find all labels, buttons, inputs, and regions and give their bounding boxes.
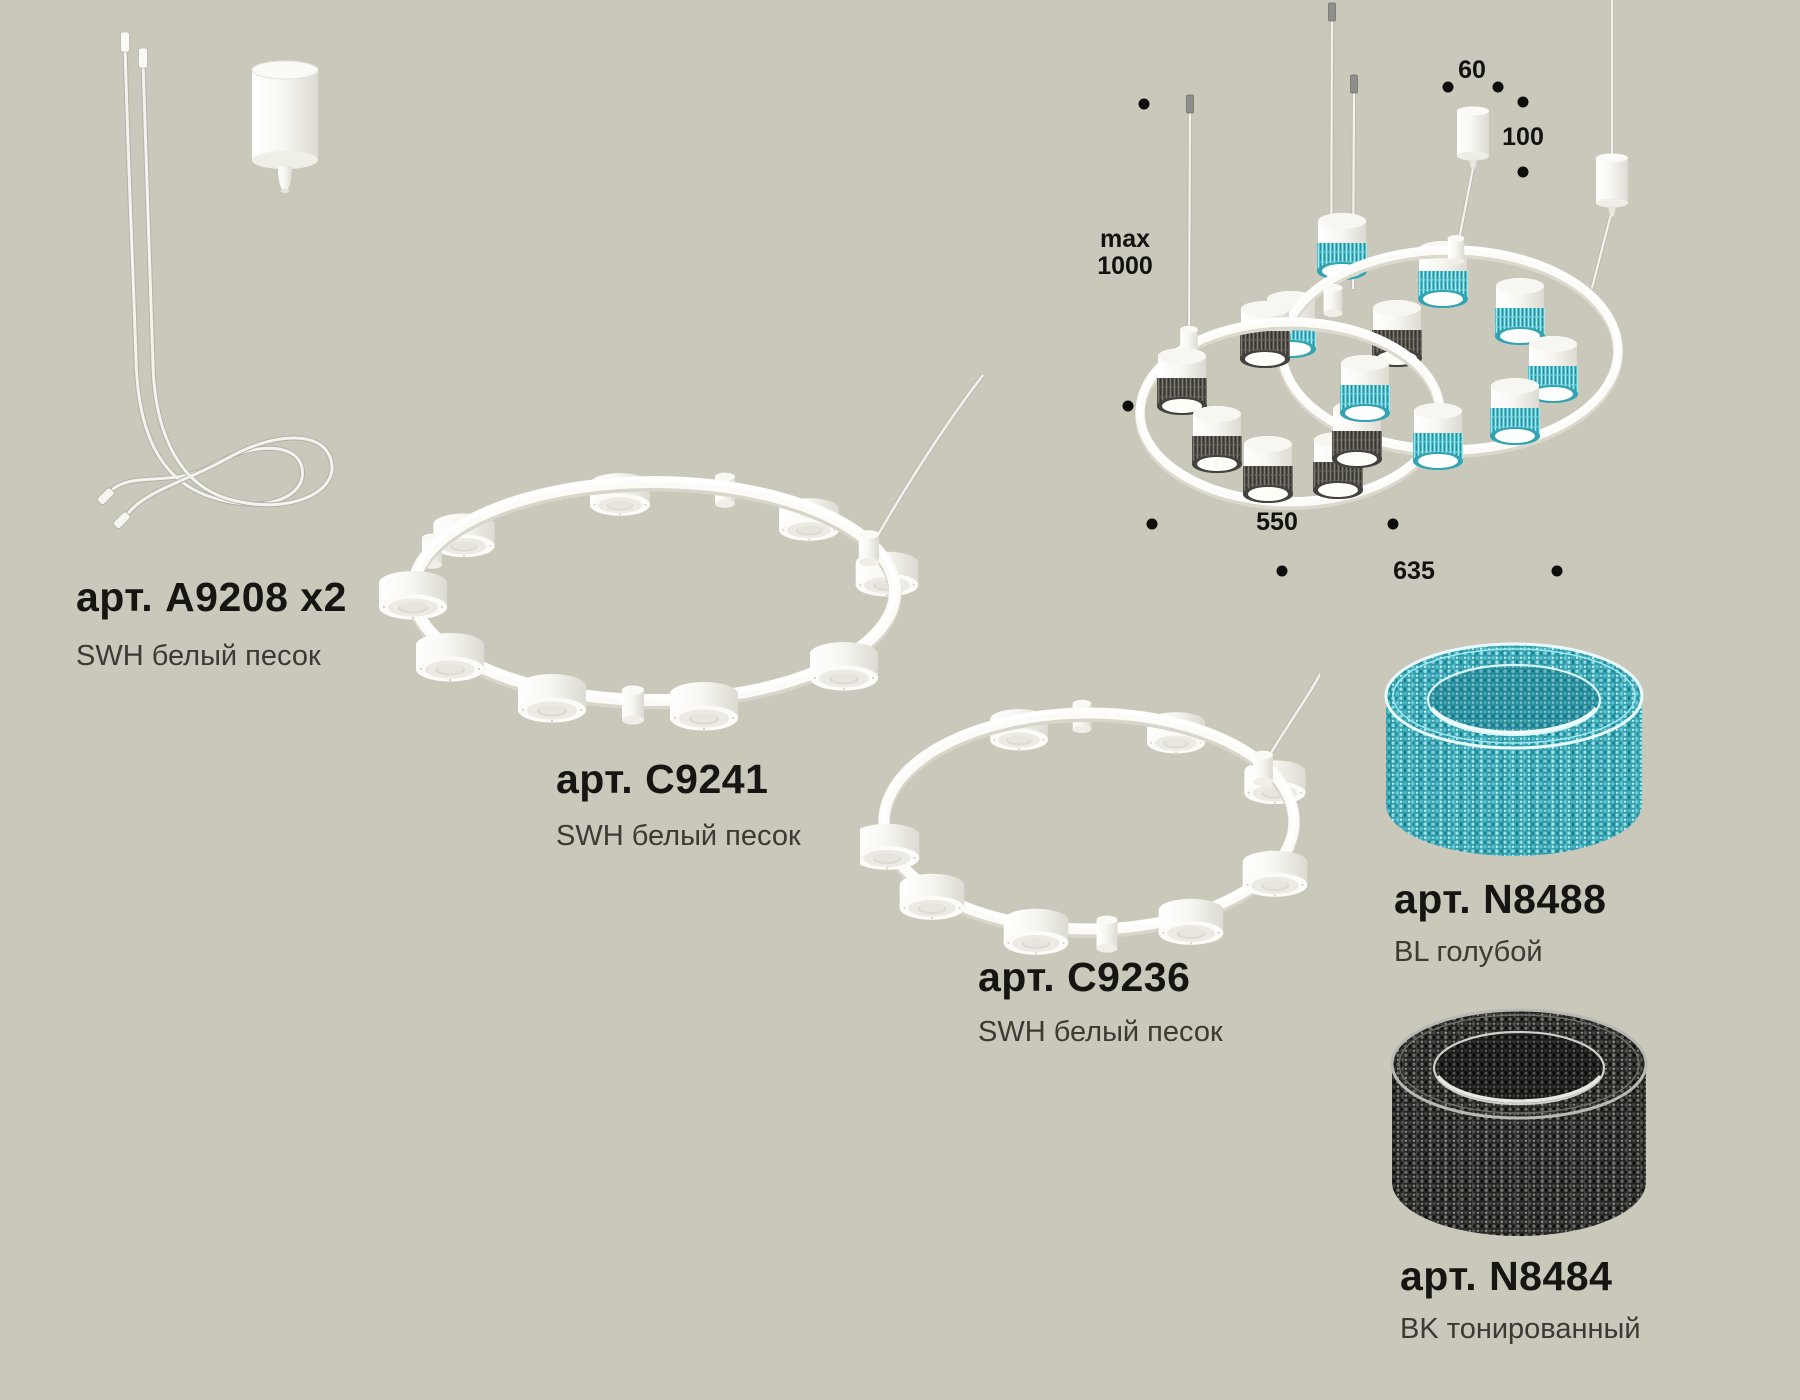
shade-n8488-illustration <box>1384 642 1644 856</box>
finish-name: BL голубой <box>1394 936 1543 969</box>
finish-name: BK тонированный <box>1400 1313 1641 1346</box>
label-ring-large: арт. C9241 SWH белый песок <box>556 756 801 853</box>
canopy-b <box>1596 153 1628 217</box>
finish-name: SWH белый песок <box>556 820 801 853</box>
article-number: арт. C9236 <box>978 954 1191 1000</box>
suspension-cables <box>97 31 335 529</box>
suspension-cables <box>1187 0 1614 342</box>
article-number: арт. A9208 x2 <box>76 574 347 620</box>
label-shade-blue: арт. N8488 BL голубой <box>1394 876 1607 969</box>
label-shade-black: арт. N8484 BK тонированный <box>1400 1253 1641 1346</box>
dimension-dots <box>1122 81 1563 577</box>
assembled-chandelier-illustration <box>1122 0 1628 577</box>
suspension-kit-illustration <box>97 31 335 529</box>
dim-label-max-suspension: max 1000 <box>1097 226 1153 280</box>
shade-n8484-illustration <box>1390 1008 1648 1236</box>
dim-max-line1: max <box>1099 225 1151 253</box>
label-ring-small: арт. C9236 SWH белый песок <box>978 954 1223 1049</box>
finish-name: SWH белый песок <box>978 1016 1223 1049</box>
hanging-wire <box>869 373 985 549</box>
article-number: арт. C9241 <box>556 756 769 802</box>
hanging-wire <box>1261 670 1320 769</box>
dim-label-ring-small: 550 <box>1256 508 1298 536</box>
ring-c9236-illustration <box>860 670 1320 955</box>
canopy-cylinder <box>251 60 319 193</box>
cable-ferrules <box>1186 2 1358 114</box>
article-number: арт. N8484 <box>1400 1253 1613 1299</box>
dim-max-line2: 1000 <box>1097 252 1153 280</box>
canopy-a <box>1457 106 1489 170</box>
dim-label-ring-large: 635 <box>1393 557 1435 585</box>
dim-label-canopy-height: 100 <box>1502 123 1544 151</box>
label-suspension-kit: арт. A9208 x2 SWH белый песок <box>76 574 347 673</box>
article-number: арт. N8488 <box>1394 876 1607 922</box>
ring-c9241-illustration <box>379 373 985 731</box>
dim-label-canopy-width: 60 <box>1458 56 1486 84</box>
finish-name: SWH белый песок <box>76 640 321 673</box>
